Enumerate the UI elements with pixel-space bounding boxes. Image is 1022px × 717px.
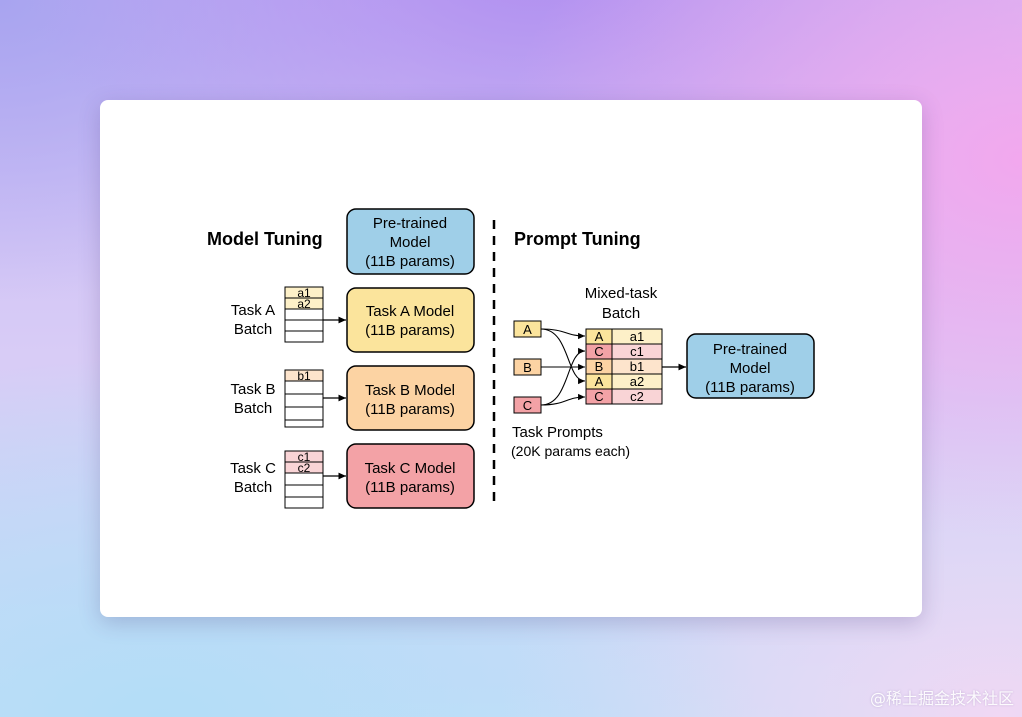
mixed-row-2-item: c1 xyxy=(630,344,644,359)
right-pretrained-line1: Pre-trained xyxy=(713,341,787,358)
pretrained-line1: Pre-trained xyxy=(373,215,447,232)
task-c-model-box: Task C Model (11B params) xyxy=(346,443,475,509)
task-a-row-2: a2 xyxy=(297,297,311,311)
prompt-tuning-pretrained-box: Pre-trained Model (11B params) xyxy=(686,333,815,399)
route-c-to-row5 xyxy=(540,393,586,406)
task-a-batch-label-line2: Batch xyxy=(234,321,272,338)
route-c-to-row2 xyxy=(540,347,586,406)
task-b-model-box: Task B Model (11B params) xyxy=(346,365,475,431)
task-c-batch-label-line2: Batch xyxy=(234,479,272,496)
model-tuning-pretrained-box: Pre-trained Model (11B params) xyxy=(346,208,475,275)
task-b-model-line2: (11B params) xyxy=(365,401,455,418)
mixed-row-1-item: a1 xyxy=(630,329,644,344)
prompt-routing-arrows xyxy=(540,328,586,406)
tuning-diagram: Model Tuning Pre-trained Model (11B para… xyxy=(207,208,815,509)
mixed-row-3-item: b1 xyxy=(630,359,644,374)
task-b-batch-label-line2: Batch xyxy=(234,400,272,417)
task-b-model-line1: Task B Model xyxy=(365,382,455,399)
task-c-batch-stack: c1 c2 xyxy=(284,450,324,509)
pretrained-line3: (11B params) xyxy=(365,253,455,270)
mixed-row-2-task: C xyxy=(594,344,603,359)
task-b-row-1: b1 xyxy=(297,369,311,383)
prompt-c-label: C xyxy=(523,398,532,413)
right-pretrained-line3: (11B params) xyxy=(705,379,795,396)
figure-card: Model Tuning Pre-trained Model (11B para… xyxy=(100,100,922,617)
task-c-batch-label-line1: Task C xyxy=(230,460,276,477)
mixed-batch-label-line2: Batch xyxy=(602,305,640,322)
mixed-row-5-item: c2 xyxy=(630,389,644,404)
task-prompts-label: Task Prompts xyxy=(512,424,603,441)
mixed-task-batch-table: A a1 C c1 B b1 A a2 C c2 xyxy=(585,328,663,405)
mixed-row-4-item: a2 xyxy=(630,374,644,389)
task-a-model-box: Task A Model (11B params) xyxy=(346,287,475,353)
prompt-a-label: A xyxy=(523,322,532,337)
task-a-model-line2: (11B params) xyxy=(365,322,455,339)
prompt-tuning-title: Prompt Tuning xyxy=(514,229,641,249)
prompt-c: C xyxy=(513,396,542,414)
task-a-batch-stack: a1 a2 xyxy=(284,286,324,343)
task-c-row-2: c2 xyxy=(298,461,311,475)
route-a-to-row4 xyxy=(540,328,586,385)
right-pretrained-line2: Model xyxy=(730,360,771,377)
mixed-row-3-task: B xyxy=(595,359,604,374)
mixed-batch-label-line1: Mixed-task xyxy=(585,285,658,302)
task-c-model-line1: Task C Model xyxy=(365,460,456,477)
task-a-batch-label-line1: Task A xyxy=(231,302,275,319)
task-a-model-line1: Task A Model xyxy=(366,303,454,320)
prompt-a: A xyxy=(513,320,542,338)
task-c-model-line2: (11B params) xyxy=(365,479,455,496)
pretrained-line2: Model xyxy=(390,234,431,251)
task-b-batch-label-line1: Task B xyxy=(230,381,275,398)
model-tuning-title: Model Tuning xyxy=(207,229,323,249)
prompt-b-label: B xyxy=(523,360,532,375)
task-prompts-params-label: (20K params each) xyxy=(511,443,630,459)
mixed-row-4-task: A xyxy=(595,374,604,389)
site-watermark: @稀土掘金技术社区 xyxy=(869,689,1014,708)
task-b-batch-stack: b1 xyxy=(284,369,324,428)
task-c-row-1: c1 xyxy=(298,450,311,464)
mixed-row-1-task: A xyxy=(595,329,604,344)
mixed-row-5-task: C xyxy=(594,389,603,404)
prompt-b: B xyxy=(513,358,542,376)
task-a-row-1: a1 xyxy=(297,286,311,300)
